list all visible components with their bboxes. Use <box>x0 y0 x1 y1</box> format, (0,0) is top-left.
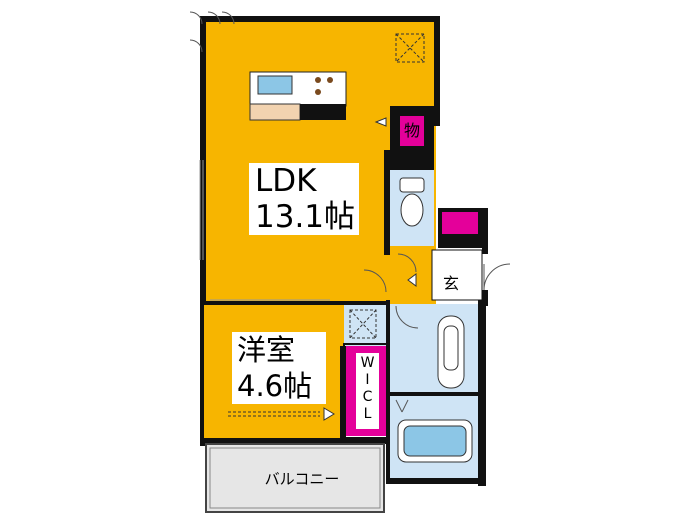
ldk-room-name: LDK <box>255 163 317 199</box>
washroom-door-icon <box>395 305 419 329</box>
shoe-cabinet <box>442 212 478 234</box>
outer-wall-right-upper <box>434 16 440 126</box>
ldk-room-label: LDK 13.1帖 <box>249 163 359 235</box>
washroom-bath-wall <box>390 392 482 396</box>
washroom-hatch-icon <box>349 309 377 339</box>
washbasin-icon <box>437 315 465 389</box>
kitchen-counter-icon <box>249 71 347 121</box>
entry-door-arcs-icon <box>189 11 235 53</box>
bedroom-size: 4.6帖 <box>237 369 313 403</box>
ldk-room-size: 13.1帖 <box>255 199 356 235</box>
hall-door-arcs-icon <box>363 253 417 293</box>
entrance-door-icon <box>483 263 511 291</box>
bedroom-bottom-wall <box>200 438 390 444</box>
ceiling-hatch-icon <box>395 33 425 63</box>
wet-area-right-wall <box>478 300 486 486</box>
entrance-label: 玄 <box>442 274 459 293</box>
entrance-outer-wall <box>482 208 488 254</box>
balcony-frame <box>205 443 385 513</box>
toilet-wall <box>390 154 434 170</box>
washroom-alcove <box>344 304 390 346</box>
bedroom-label: 洋室 4.6帖 <box>232 332 326 404</box>
balcony-inner-frame <box>209 447 381 509</box>
toilet-icon <box>399 177 425 227</box>
entrance-outer-wall-lower <box>482 290 488 306</box>
storage-door-arrow-icon <box>374 117 387 127</box>
balcony-label: バルコニー <box>264 470 340 488</box>
bath-door-icon <box>395 399 409 413</box>
wet-area-bottom-wall <box>386 478 486 484</box>
storage-label: 物 <box>401 117 423 145</box>
washroom <box>390 304 478 394</box>
outer-wall-top <box>200 16 440 22</box>
balcony <box>206 444 384 512</box>
wicl-label: W I C L <box>356 353 379 429</box>
entrance-hall <box>390 250 432 300</box>
bathtub-inner-icon <box>403 425 467 457</box>
bedroom-arrow-icon <box>323 407 335 421</box>
hall-arrow-icon <box>407 273 417 287</box>
ldk-wall-right <box>384 150 390 255</box>
entrance-room <box>431 249 483 301</box>
bedroom-name: 洋室 <box>237 333 296 367</box>
bedroom-dashed-line <box>228 411 320 417</box>
bedroom-top-wall <box>204 301 390 305</box>
wicl-closet-frame <box>343 343 389 439</box>
